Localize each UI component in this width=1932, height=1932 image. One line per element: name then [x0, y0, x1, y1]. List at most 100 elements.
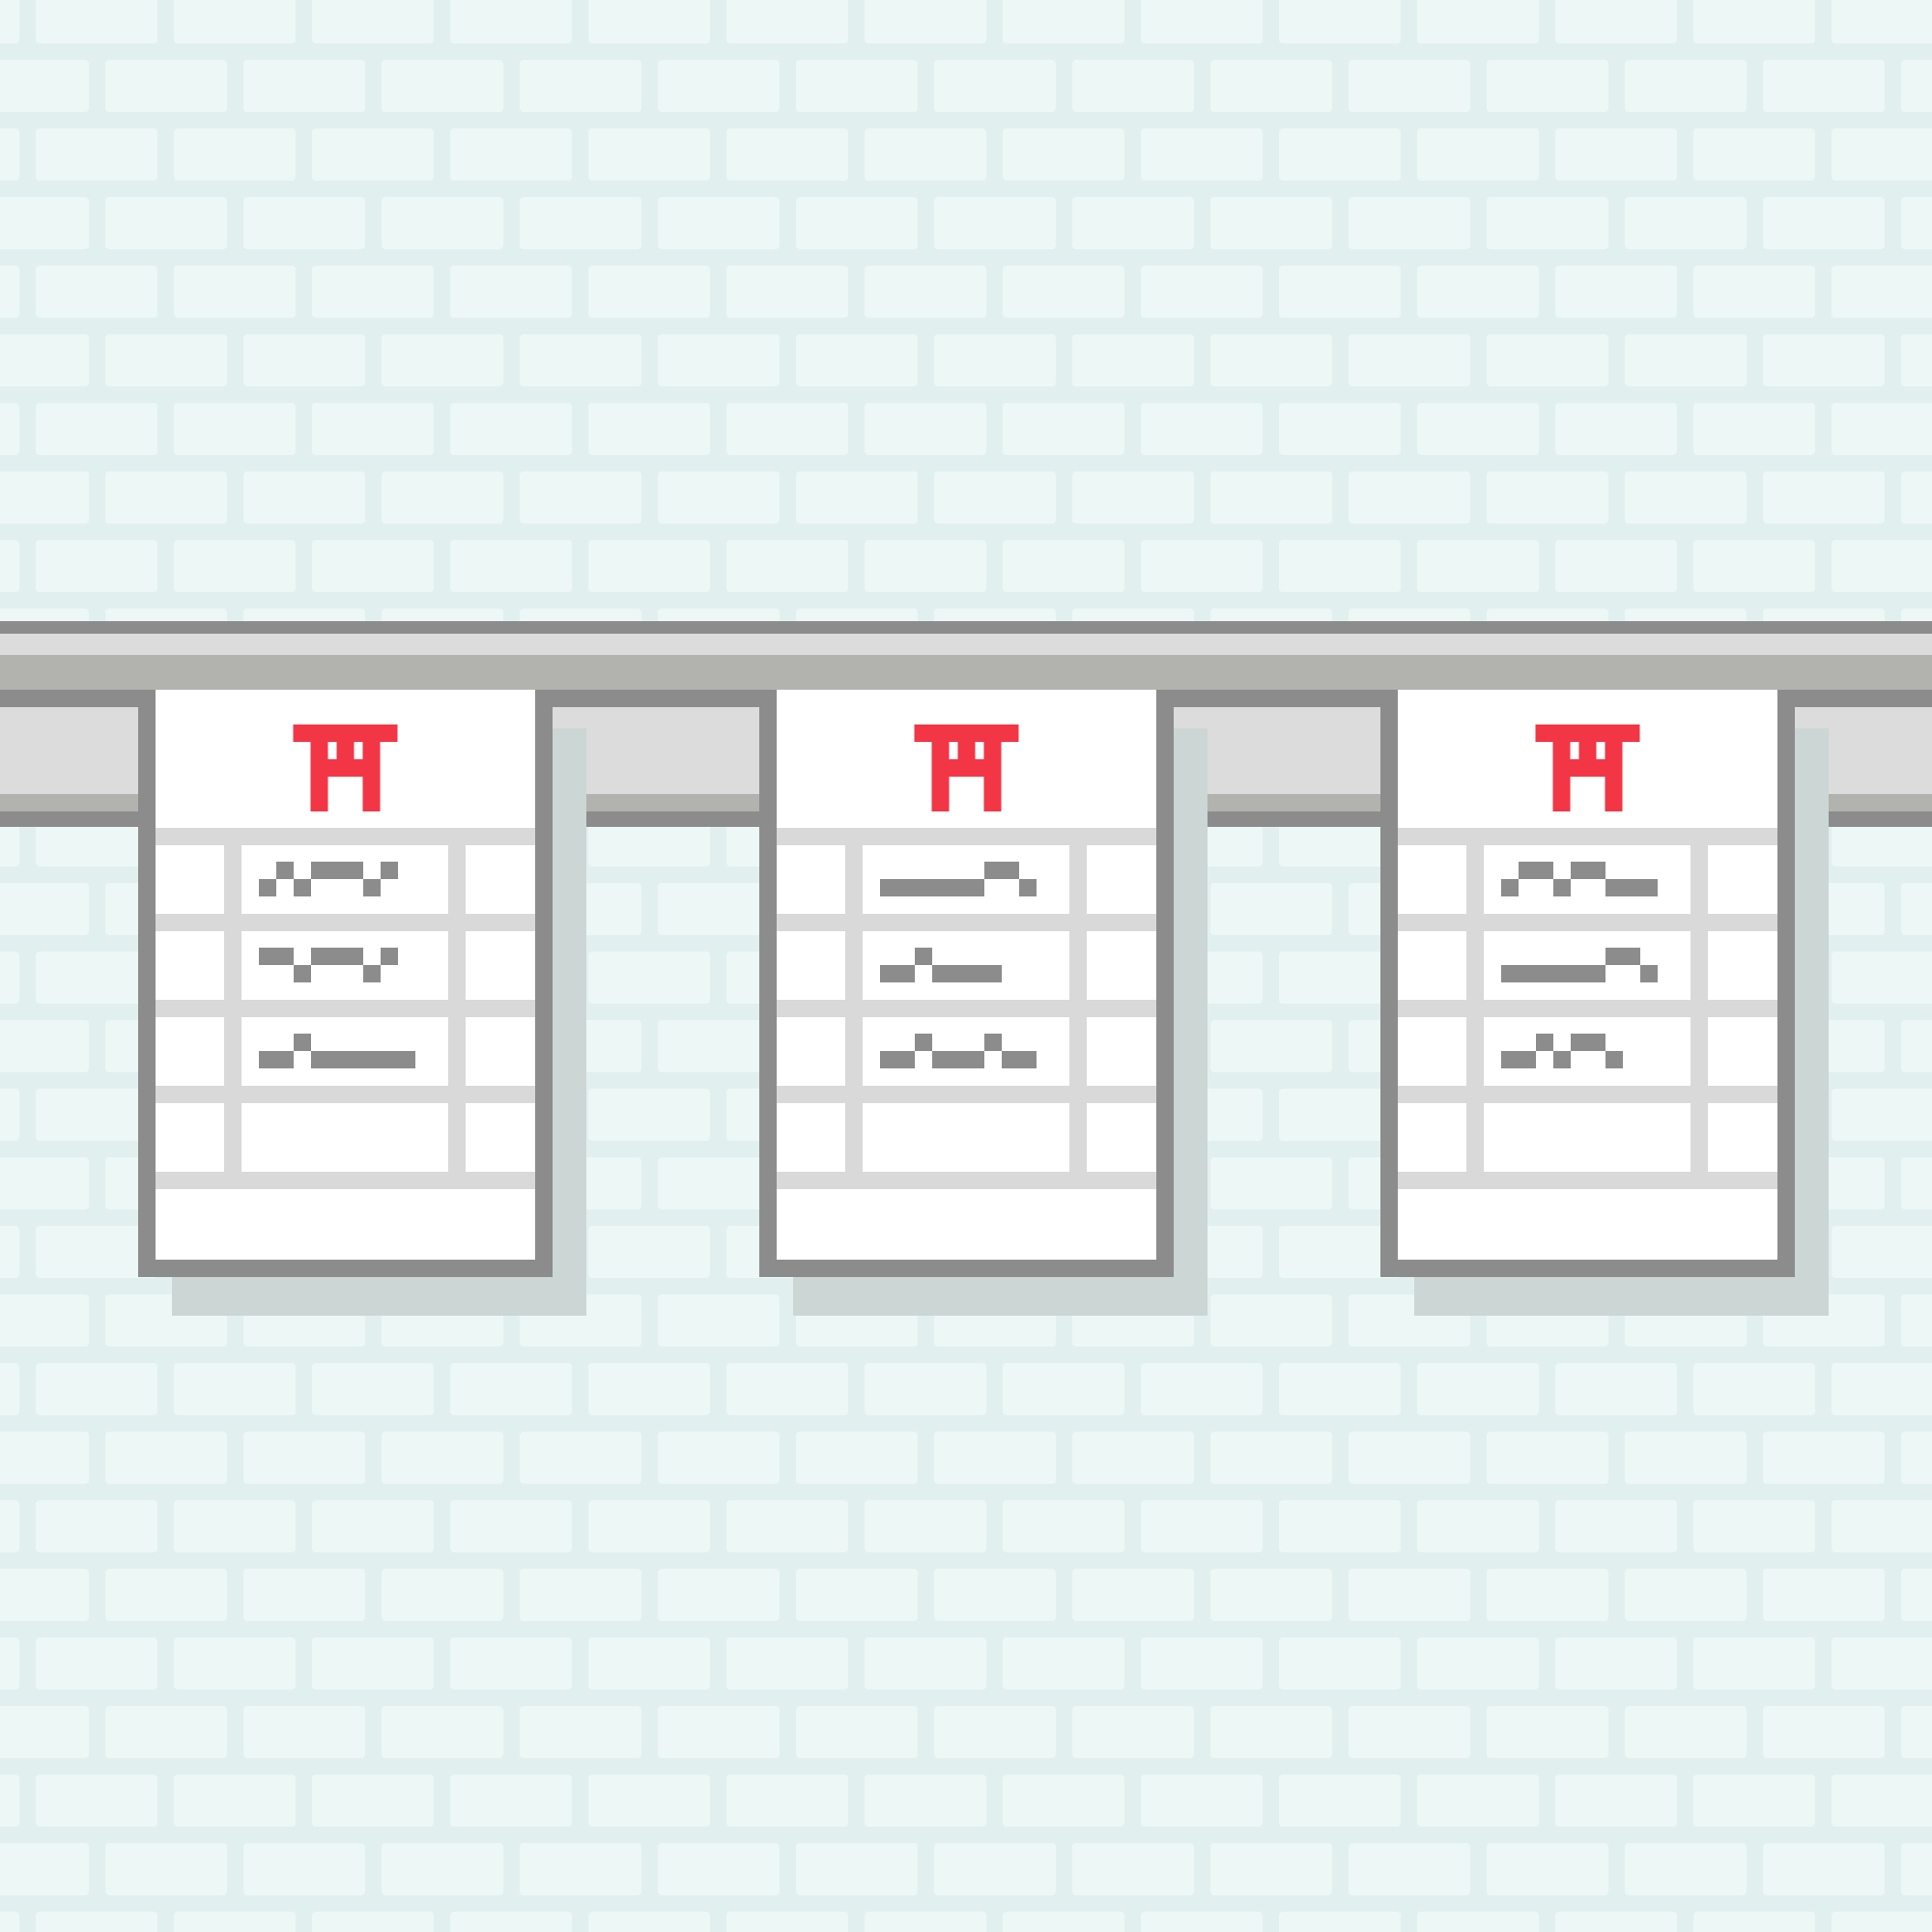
wall-brick [312, 1500, 434, 1552]
wall-brick [1210, 334, 1332, 386]
wall-brick [1555, 1912, 1677, 1932]
wall-brick [0, 471, 89, 524]
wall-brick [0, 1363, 19, 1415]
wall-brick [1279, 540, 1401, 592]
wall-brick [1901, 1157, 1932, 1209]
wall-brick [588, 814, 710, 867]
scribble-pixel [381, 862, 398, 879]
wall-brick [1625, 197, 1747, 249]
wall-brick [450, 1363, 572, 1415]
wall-brick [1763, 471, 1885, 524]
wall-brick [0, 1157, 89, 1209]
wall-brick [1003, 540, 1124, 592]
wall-brick [1141, 128, 1263, 181]
wall-brick [174, 1363, 296, 1415]
wall-brick [658, 334, 780, 386]
wall-brick [588, 1500, 710, 1552]
scribble-pixel [932, 1051, 950, 1068]
wall-brick [1832, 1089, 1932, 1141]
wall-brick [1487, 197, 1608, 249]
scribble-pixel [1623, 879, 1640, 896]
wall-brick [450, 403, 572, 455]
wall-brick [1832, 1500, 1932, 1552]
wall-brick [450, 1500, 572, 1552]
wall-brick [934, 1706, 1056, 1758]
wall-brick [1763, 1432, 1885, 1484]
torii-gate-icon [293, 724, 398, 811]
wall-brick [726, 1637, 848, 1690]
wall-brick [1003, 1363, 1124, 1415]
wall-brick [1901, 1843, 1932, 1895]
wall-brick [1210, 883, 1332, 935]
wall-brick [588, 540, 710, 592]
wall-brick [0, 266, 19, 318]
wall-brick [382, 1843, 503, 1895]
wall-brick [450, 1775, 572, 1827]
wall-brick [1832, 1775, 1932, 1827]
wall-brick [1693, 403, 1815, 455]
wall-brick [1417, 403, 1539, 455]
wall-brick [0, 1637, 19, 1690]
wall-brick [382, 471, 503, 524]
torii-top-beam [293, 724, 398, 742]
wall-brick [1693, 1637, 1815, 1690]
scribble-pixel [259, 948, 276, 965]
board-grid-column [1690, 845, 1708, 1172]
wall-brick [1003, 1637, 1124, 1690]
wall-brick [1832, 403, 1932, 455]
wall-brick [1210, 197, 1332, 249]
wall-brick [1693, 128, 1815, 181]
scribble-pixel [984, 965, 1002, 982]
wall-brick [174, 0, 296, 43]
wall-brick [1625, 1569, 1747, 1621]
wall-brick [36, 1363, 157, 1415]
board-grid-column [448, 845, 466, 1172]
wall-brick [1901, 1706, 1932, 1758]
wall-brick [450, 266, 572, 318]
wall-brick [0, 1843, 89, 1895]
wall-brick [588, 1226, 710, 1278]
wall-brick [1003, 1775, 1124, 1827]
scribble-pixel [294, 965, 311, 982]
wall-brick [105, 471, 227, 524]
wall-brick [520, 471, 641, 524]
wall-brick [105, 197, 227, 249]
wall-brick [382, 1432, 503, 1484]
wall-brick [796, 1432, 918, 1484]
wall-brick [1693, 1363, 1815, 1415]
wall-brick [1210, 1020, 1332, 1072]
wall-brick [36, 1637, 157, 1690]
scribble-pixel [328, 862, 346, 879]
scribble-pixel [1553, 965, 1571, 982]
wall-brick [1349, 1569, 1470, 1621]
wall-brick [36, 814, 157, 867]
wall-brick [726, 1775, 848, 1827]
wall-brick [658, 1569, 780, 1621]
wall-brick [865, 1500, 986, 1552]
wall-brick [174, 1500, 296, 1552]
wall-brick [0, 1294, 89, 1347]
wall-brick [312, 128, 434, 181]
wall-brick [312, 266, 434, 318]
wall-brick [1763, 1843, 1885, 1895]
scribble-pixel [259, 879, 276, 896]
wall-brick [1763, 60, 1885, 112]
wall-brick [865, 0, 986, 43]
torii-center-post [1578, 742, 1597, 759]
scribble-pixel [1536, 965, 1553, 982]
wall-brick [934, 1569, 1056, 1621]
wall-brick [658, 1706, 780, 1758]
wall-brick [726, 540, 848, 592]
wall-brick [1555, 1775, 1677, 1827]
wall-brick [658, 471, 780, 524]
scribble-pixel [311, 862, 328, 879]
wall-brick [450, 128, 572, 181]
wall-brick [658, 60, 780, 112]
wall-brick [312, 1912, 434, 1932]
torii-tie-beam [327, 759, 363, 777]
wall-brick [1555, 0, 1677, 43]
wall-brick [174, 1775, 296, 1827]
board-grid-line [777, 828, 1156, 845]
wall-brick [0, 1226, 19, 1278]
wall-brick [0, 1569, 89, 1621]
